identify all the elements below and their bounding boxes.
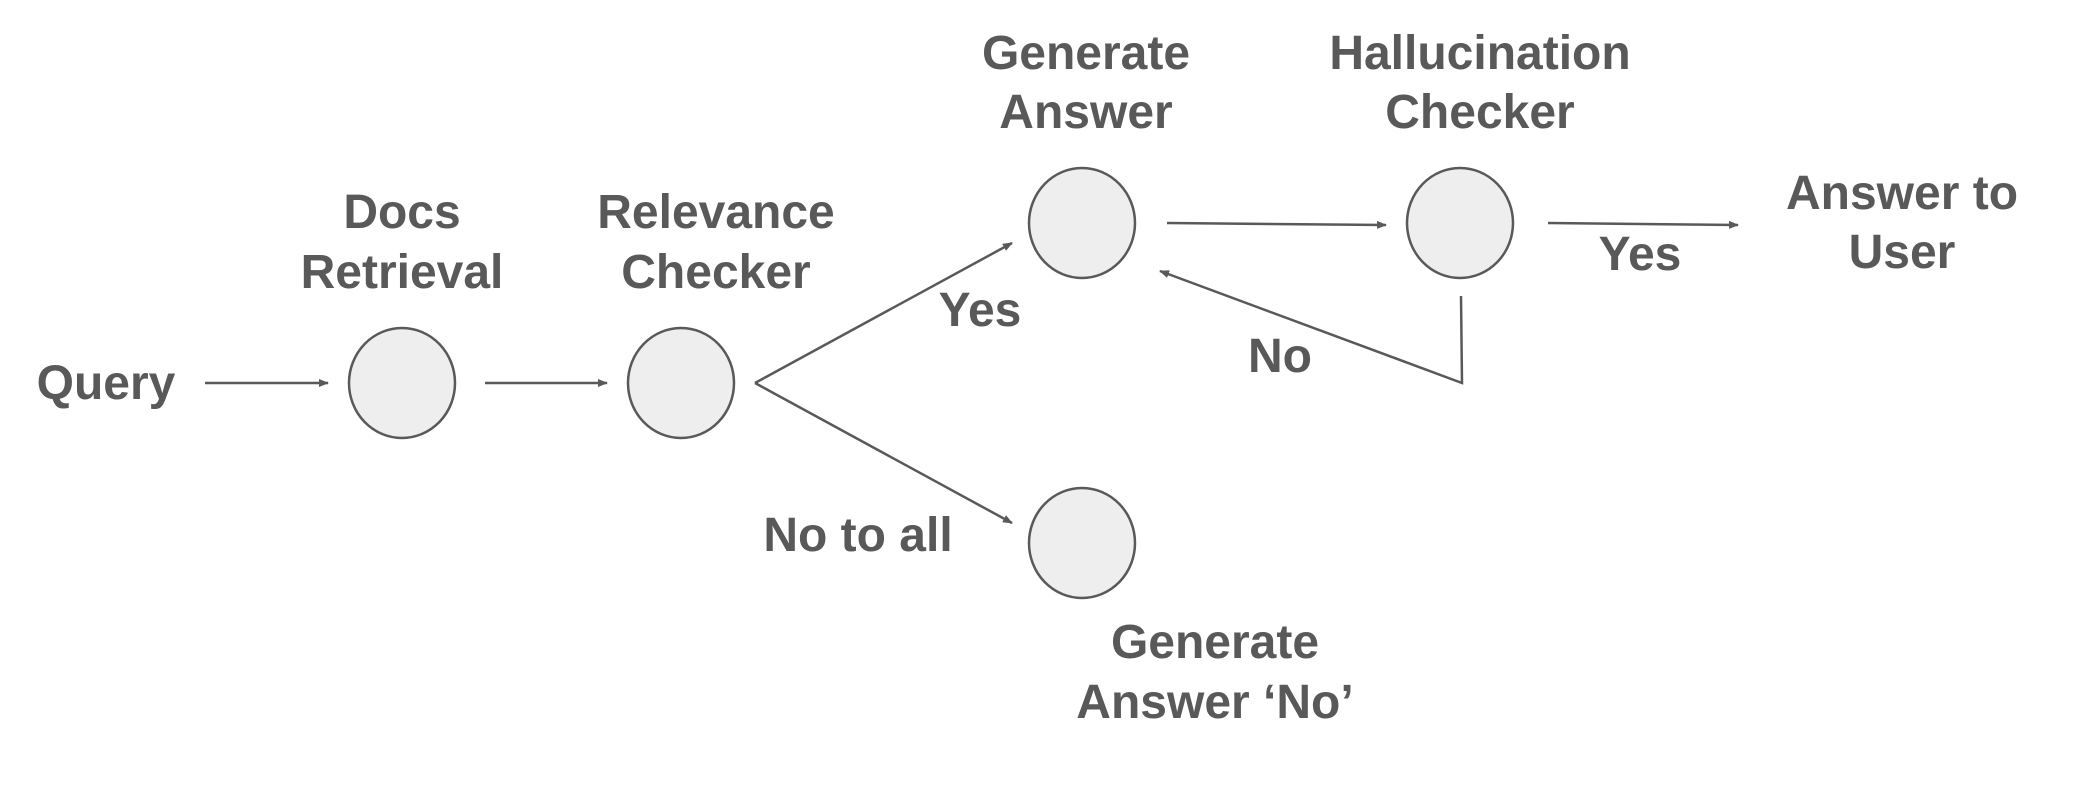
hallucination-no-label: No — [1248, 330, 1312, 383]
docs-retrieval-label-line2: Retrieval — [301, 246, 504, 299]
generate-answer-no-node — [1027, 486, 1137, 600]
hallucination-checker-label-line1: Hallucination — [1329, 27, 1630, 80]
edge-generate-to-hallucination — [1166, 220, 1387, 229]
answer-to-user-label-line2: User — [1849, 226, 1956, 279]
docs-retrieval-node — [347, 326, 457, 440]
query-label: Query — [37, 357, 176, 410]
generate-answer-node — [1027, 166, 1137, 280]
relevance-no-to-all-label: No to all — [763, 509, 952, 562]
generate-answer-no-label-line2: Answer ‘No’ — [1076, 676, 1353, 729]
generate-answer-label-line1: Generate — [982, 27, 1190, 80]
relevance-checker-label-line2: Checker — [621, 246, 810, 299]
generate-answer-label-line2: Answer — [999, 86, 1172, 139]
relevance-checker-label-line1: Relevance — [597, 186, 835, 239]
relevance-checker-node — [626, 326, 736, 440]
docs-retrieval-label-line1: Docs — [343, 186, 460, 239]
hallucination-checker-node — [1405, 166, 1515, 280]
edge-relevance-to-generate-no — [754, 381, 1013, 525]
edge-hallucination-to-user — [1547, 220, 1739, 229]
hallucination-checker-label-line2: Checker — [1385, 86, 1574, 139]
generate-answer-no-label-line1: Generate — [1111, 616, 1319, 669]
edge-hallucination-back-to-generate — [1159, 269, 1464, 385]
hallucination-yes-label: Yes — [1599, 228, 1682, 281]
edge-relevance-to-generate — [754, 241, 1013, 385]
answer-to-user-label-line1: Answer to — [1786, 167, 2018, 220]
relevance-yes-label: Yes — [939, 284, 1022, 337]
